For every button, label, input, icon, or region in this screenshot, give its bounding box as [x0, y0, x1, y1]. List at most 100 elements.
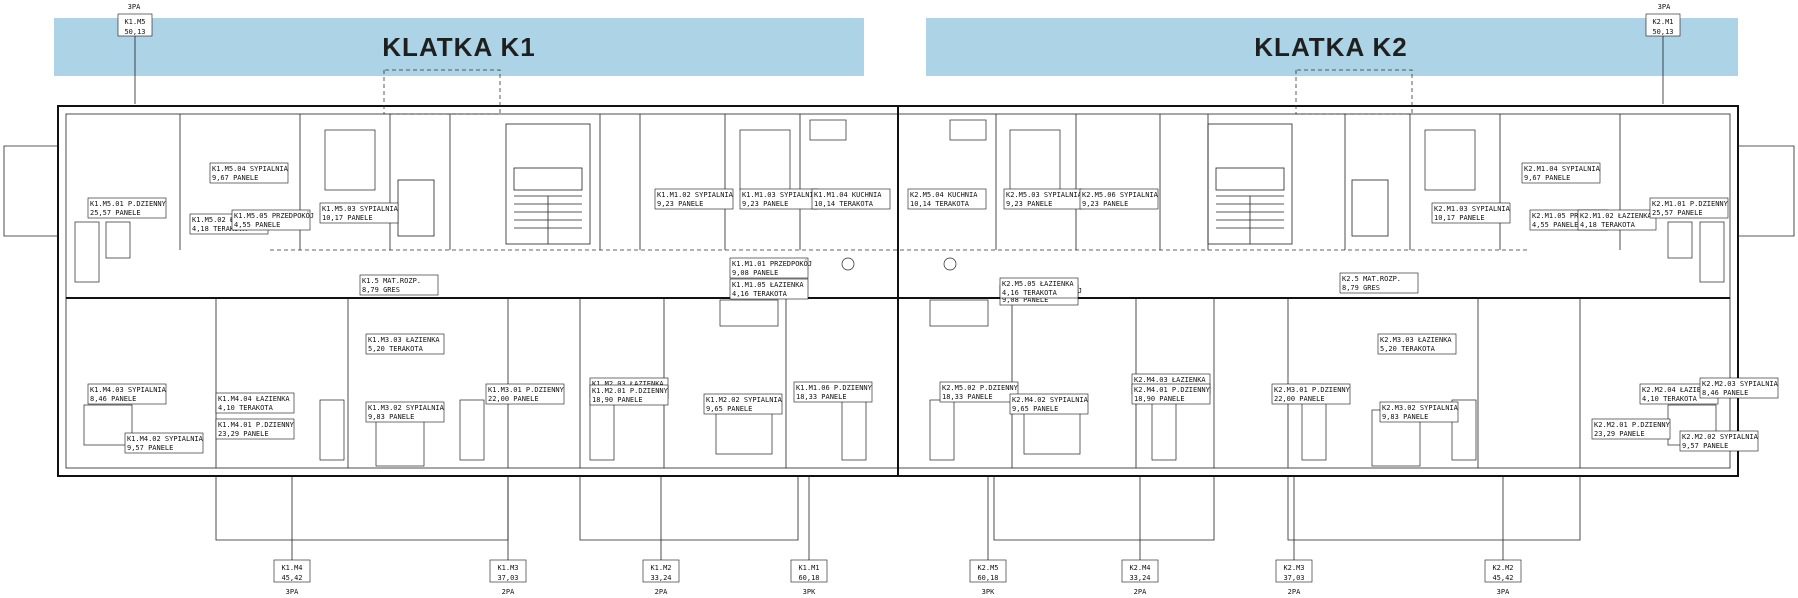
- room-label-area: 9,57 PANELE: [1682, 442, 1728, 450]
- room-label-area: 8,79 GRES: [1342, 284, 1380, 292]
- room-label-area: 8,46 PANELE: [1702, 389, 1748, 397]
- room-label-area: 9,65 PANELE: [1012, 405, 1058, 413]
- room-label-area: 4,55 PANELE: [1532, 221, 1578, 229]
- room-label-name: K1.M4.03 SYPIALNIA: [90, 386, 167, 394]
- room-label-area: 10,14 TERAKOTA: [814, 200, 874, 208]
- room-label-name: K2.M3.01 P.DZIENNY: [1274, 386, 1351, 394]
- bottom-unit-code: K1.M4: [281, 564, 302, 572]
- top-unit-k2m1: 3PA K2.M1 50,13: [1645, 3, 1681, 104]
- room-label-area: 18,90 PANELE: [592, 396, 643, 404]
- room-label-area: 8,79 GRES: [362, 286, 400, 294]
- furniture: [74, 119, 1725, 467]
- room-label-name: K1.M5.04 SYPIALNIA: [212, 165, 289, 173]
- room-label-name: K2.M1.05 PRZEDPOKÓJ: [1532, 211, 1612, 220]
- room-label-area: 9,23 PANELE: [657, 200, 703, 208]
- room-label-area: 9,08 PANELE: [732, 269, 778, 277]
- top-unit-code: K1.M5: [124, 18, 145, 26]
- banner-k2: [926, 18, 1738, 76]
- room-label-area: 22,00 PANELE: [488, 395, 539, 403]
- room-label-name: K2.M3.03 ŁAZIENKA: [1380, 336, 1452, 344]
- room-label-area: 4,10 TERAKOTA: [1642, 395, 1698, 403]
- room-label-area: 22,00 PANELE: [1274, 395, 1325, 403]
- bottom-unit-code: K2.M3: [1283, 564, 1304, 572]
- room-label-area: 25,57 PANELE: [90, 209, 141, 217]
- room-label-area: 10,17 PANELE: [322, 214, 373, 222]
- room-label-name: K1.M1.01 PRZEDPOKÓJ: [732, 259, 812, 268]
- room-label-name: K1.M1.05 ŁAZIENKA: [732, 281, 804, 289]
- room-label-area: 5,20 TERAKOTA: [368, 345, 424, 353]
- room-label-area: 10,14 TERAKOTA: [910, 200, 970, 208]
- bottom-unit-type: 2PA: [502, 588, 515, 596]
- room-label-name: K1.M5.05 PRZEDPOKÓJ: [234, 211, 314, 220]
- bottom-unit-type: 2PA: [655, 588, 668, 596]
- room-label-name: K1.M2.03 ŁAZIENKA: [592, 380, 664, 388]
- bottom-unit-type: 2PA: [1288, 588, 1301, 596]
- bottom-unit-area: 60,18: [798, 574, 819, 582]
- room-label-name: K2.M5.03 SYPIALNIA: [1006, 191, 1083, 199]
- room-label-name: K2.M2.01 P.DZIENNY: [1594, 421, 1671, 429]
- room-label-name: K2.M1.04 SYPIALNIA: [1524, 165, 1601, 173]
- room-label-area: 4,18 TERAKOTA: [1580, 221, 1636, 229]
- room-label-name: K2.M4.01 P.DZIENNY: [1134, 386, 1211, 394]
- top-unit-area: 50,13: [1652, 28, 1673, 36]
- room-label-name: K1.M3.02 SYPIALNIA: [368, 404, 445, 412]
- room-label-area: 18,33 PANELE: [796, 393, 847, 401]
- bottom-unit-code: K2.M2: [1492, 564, 1513, 572]
- room-label: K2.5 MAT.ROZP.8,79 GRES: [1339, 272, 1419, 294]
- bottom-unit-code: K1.M2: [650, 564, 671, 572]
- room-label-name: K2.M5.04 KUCHNIA: [910, 191, 978, 199]
- room-label-name: K2.M1.01 P.DZIENNY: [1652, 200, 1729, 208]
- room-label-area: 8,46 PANELE: [90, 395, 136, 403]
- bottom-unit-code: K2.M5: [977, 564, 998, 572]
- bottom-unit-type: 2PA: [1134, 588, 1147, 596]
- room-label-name: K2.M2.04 ŁAZIENKA: [1642, 386, 1714, 394]
- building-walls: [3, 69, 1795, 541]
- room-label-name: K1.M3.01 P.DZIENNY: [488, 386, 565, 394]
- room-label-name: K2.M3.02 SYPIALNIA: [1382, 404, 1459, 412]
- top-unit-code: K2.M1: [1652, 18, 1673, 26]
- bottom-unit-type: 3PA: [286, 588, 299, 596]
- top-unit-k1m5: 3PA K1.M5 50,13: [117, 3, 153, 104]
- room-label-name: K2.M5.02 P.DZIENNY: [942, 384, 1019, 392]
- room-label-area: 4,16 TERAKOTA: [1002, 289, 1058, 297]
- banner-k1-label: KLATKA K1: [382, 32, 535, 62]
- room-label-area: 9,23 PANELE: [1006, 200, 1052, 208]
- room-label-area: 9,83 PANELE: [1382, 413, 1428, 421]
- room-label-name: K1.M1.04 KUCHNIA: [814, 191, 882, 199]
- room-label-area: 25,57 PANELE: [1652, 209, 1703, 217]
- room-label-area: 10,17 PANELE: [1434, 214, 1485, 222]
- top-unit-type: 3PA: [1658, 3, 1671, 11]
